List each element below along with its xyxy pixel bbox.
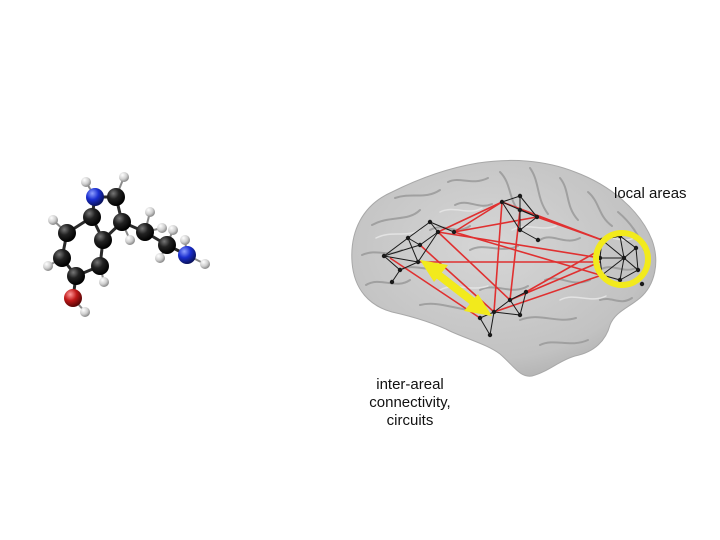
- label-line-2: connectivity,: [369, 394, 451, 411]
- double-headed-arrow-icon: [420, 260, 492, 316]
- inter-areal-connectivity-label: inter-areal connectivity, circuits: [340, 376, 480, 430]
- label-line-1: inter-areal: [376, 376, 444, 393]
- local-areas-label: local areas: [614, 185, 687, 202]
- brain-icon: [351, 159, 657, 377]
- serotonin-molecule-icon: [43, 172, 210, 317]
- label-line-3: circuits: [386, 412, 434, 429]
- local-network-left: [381, 219, 457, 285]
- local-area-highlight-circle: [593, 230, 651, 288]
- local-network-top: [499, 193, 541, 243]
- local-network-bottom: [477, 289, 529, 338]
